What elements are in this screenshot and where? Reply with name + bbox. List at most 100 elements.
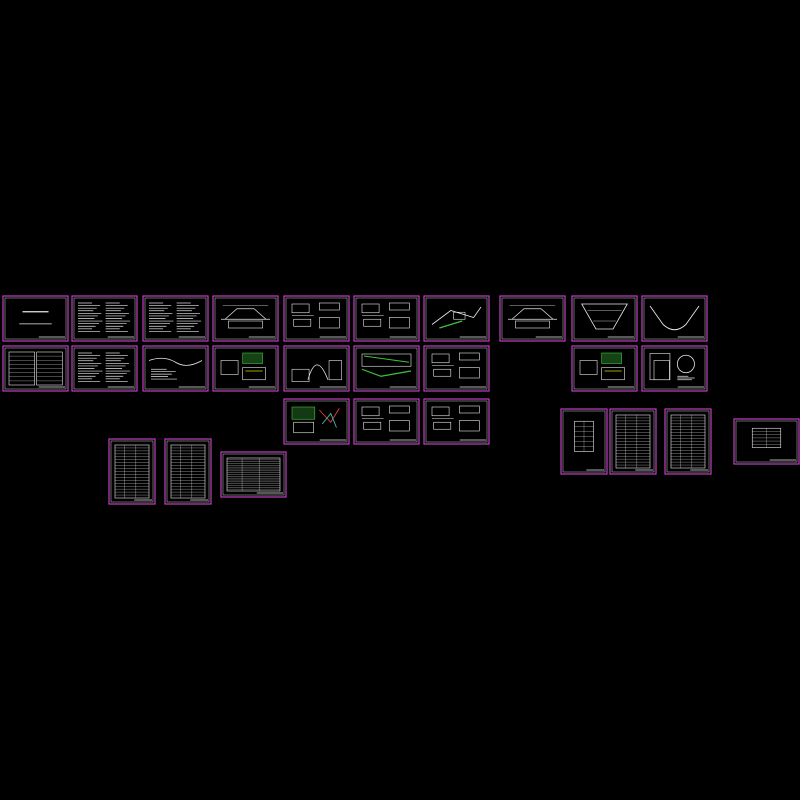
sheet-inner-frame [573, 347, 636, 390]
sheet-inner-frame [611, 410, 655, 473]
sheet-border [283, 295, 350, 342]
sheet-content [431, 306, 482, 329]
sheet-content [361, 353, 412, 377]
sheet-inner-frame [355, 400, 418, 443]
drawing-sheet-21[interactable] [353, 398, 420, 445]
sheet-inner-frame [110, 440, 154, 503]
sheet-content [291, 360, 342, 382]
drawing-sheet-29[interactable] [733, 418, 800, 465]
sheet-inner-frame [643, 347, 706, 390]
sheet-border [283, 345, 350, 392]
sheet-content [148, 357, 203, 380]
drawing-sheet-16[interactable] [353, 345, 420, 392]
sheet-inner-frame [73, 347, 136, 390]
sheet-inner-frame [4, 347, 67, 390]
sheet-border [353, 345, 420, 392]
sheet-inner-frame [285, 297, 348, 340]
sheet-content [291, 302, 340, 329]
sheet-border [571, 295, 638, 342]
sheet-border [353, 295, 420, 342]
sheet-inner-frame [425, 347, 488, 390]
sheet-content [649, 353, 695, 381]
drawing-sheet-22[interactable] [423, 398, 490, 445]
sheet-inner-frame [425, 400, 488, 443]
sheet-inner-frame [735, 420, 798, 463]
sheet-content [149, 302, 202, 332]
sheet-border [641, 295, 708, 342]
sheet-border [353, 398, 420, 445]
sheet-content [581, 303, 628, 330]
drawing-sheet-20[interactable] [283, 398, 350, 445]
sheet-inner-frame [562, 410, 606, 473]
sheet-content [78, 352, 131, 382]
sheet-inner-frame [214, 347, 277, 390]
drawing-sheet-4[interactable] [212, 295, 279, 342]
drawing-sheet-7[interactable] [423, 295, 490, 342]
sheet-content [226, 457, 281, 492]
drawing-sheet-26[interactable] [560, 408, 608, 475]
sheet-content [220, 352, 266, 381]
drawing-sheet-23[interactable] [108, 438, 156, 505]
sheet-border [212, 295, 279, 342]
drawing-sheet-19[interactable] [641, 345, 708, 392]
drawing-sheet-12[interactable] [71, 345, 138, 392]
sheet-content [431, 352, 480, 379]
drawing-sheet-15[interactable] [283, 345, 350, 392]
sheet-content [361, 405, 410, 432]
sheet-inner-frame [666, 410, 710, 473]
sheet-content [361, 302, 410, 329]
sheet-content [751, 427, 782, 448]
sheet-border [283, 398, 350, 445]
drawing-sheet-25[interactable] [220, 451, 287, 498]
sheet-border [212, 345, 279, 392]
sheet-inner-frame [501, 297, 564, 340]
sheet-content [508, 305, 557, 329]
drawing-sheet-2[interactable] [71, 295, 138, 342]
sheet-content [579, 352, 625, 381]
sheet-border [423, 398, 490, 445]
sheet-border [499, 295, 566, 342]
sheet-inner-frame [4, 297, 67, 340]
sheet-content [19, 311, 52, 325]
sheet-inner-frame [285, 347, 348, 390]
drawing-sheet-10[interactable] [641, 295, 708, 342]
sheet-border [423, 295, 490, 342]
sheet-inner-frame [643, 297, 706, 340]
sheet-border [142, 345, 209, 392]
drawing-sheet-3[interactable] [142, 295, 209, 342]
sheet-content [574, 420, 594, 452]
drawing-sheet-18[interactable] [571, 345, 638, 392]
drawing-sheet-13[interactable] [142, 345, 209, 392]
drawing-sheet-11[interactable] [2, 345, 69, 392]
drawing-sheet-1[interactable] [2, 295, 69, 342]
sheet-border [641, 345, 708, 392]
sheet-border [423, 345, 490, 392]
sheet-content [170, 444, 206, 499]
sheet-content [431, 405, 480, 432]
drawing-sheet-24[interactable] [164, 438, 212, 505]
sheet-content [114, 444, 150, 499]
drawing-sheet-28[interactable] [664, 408, 712, 475]
drawing-sheet-9[interactable] [571, 295, 638, 342]
sheet-content [221, 305, 270, 329]
sheet-border [571, 345, 638, 392]
drawing-sheet-8[interactable] [499, 295, 566, 342]
sheet-inner-frame [285, 400, 348, 443]
sheet-content [78, 302, 131, 332]
drawing-sheet-6[interactable] [353, 295, 420, 342]
drawing-sheet-5[interactable] [283, 295, 350, 342]
sheet-content [670, 414, 706, 469]
drawing-sheet-14[interactable] [212, 345, 279, 392]
sheet-content [649, 305, 700, 331]
drawing-sheet-17[interactable] [423, 345, 490, 392]
sheet-inner-frame [73, 297, 136, 340]
sheet-inner-frame [573, 297, 636, 340]
sheet-inner-frame [144, 297, 207, 340]
sheet-content [615, 414, 651, 469]
sheet-inner-frame [166, 440, 210, 503]
drawing-sheet-27[interactable] [609, 408, 657, 475]
sheet-inner-frame [144, 347, 207, 390]
sheet-inner-frame [425, 297, 488, 340]
sheet-border [2, 295, 69, 342]
